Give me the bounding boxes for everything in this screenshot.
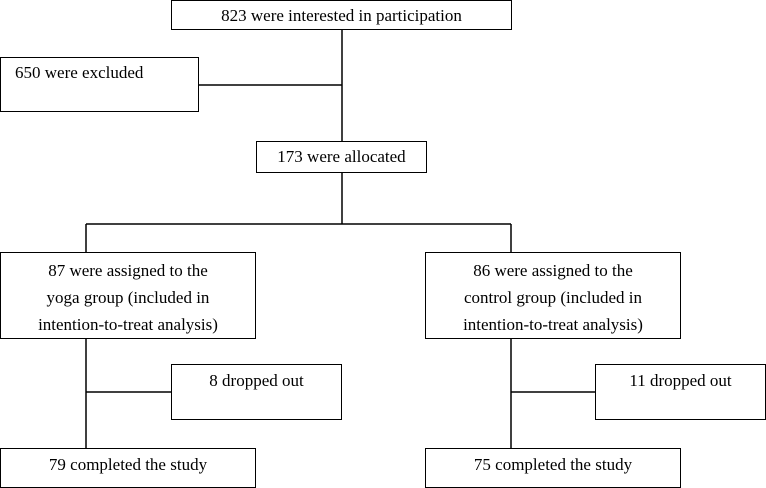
yoga-completed-box: 79 completed the study [0, 448, 256, 488]
control-completed-text: 75 completed the study [473, 455, 633, 474]
yoga-group-line-1: 87 were assigned to the [48, 261, 208, 280]
interested-box: 823 were interested in participation [171, 0, 512, 30]
control-group-line-2: control group (included in [464, 288, 642, 307]
control-dropped-box: 11 dropped out [595, 364, 766, 420]
excluded-text: 650 were excluded [15, 63, 144, 82]
excluded-box: 650 were excluded [0, 57, 199, 112]
yoga-completed-text: 79 completed the study [48, 455, 208, 474]
yoga-group-line-3: intention-to-treat analysis) [38, 315, 218, 334]
control-dropped-text: 11 dropped out [629, 371, 732, 390]
allocated-box: 173 were allocated [256, 141, 427, 173]
interested-text: 823 were interested in participation [221, 6, 462, 25]
yoga-dropped-text: 8 dropped out [209, 371, 304, 390]
control-group-line-3: intention-to-treat analysis) [463, 315, 643, 334]
yoga-group-line-2: yoga group (included in [46, 288, 210, 307]
control-group-box: 86 were assigned to the control group (i… [425, 252, 681, 339]
connector-lines [85, 29, 596, 449]
yoga-dropped-box: 8 dropped out [171, 364, 342, 420]
control-group-line-1: 86 were assigned to the [473, 261, 633, 280]
control-completed-box: 75 completed the study [425, 448, 681, 488]
yoga-group-box: 87 were assigned to the yoga group (incl… [0, 252, 256, 339]
allocated-text: 173 were allocated [277, 147, 406, 166]
